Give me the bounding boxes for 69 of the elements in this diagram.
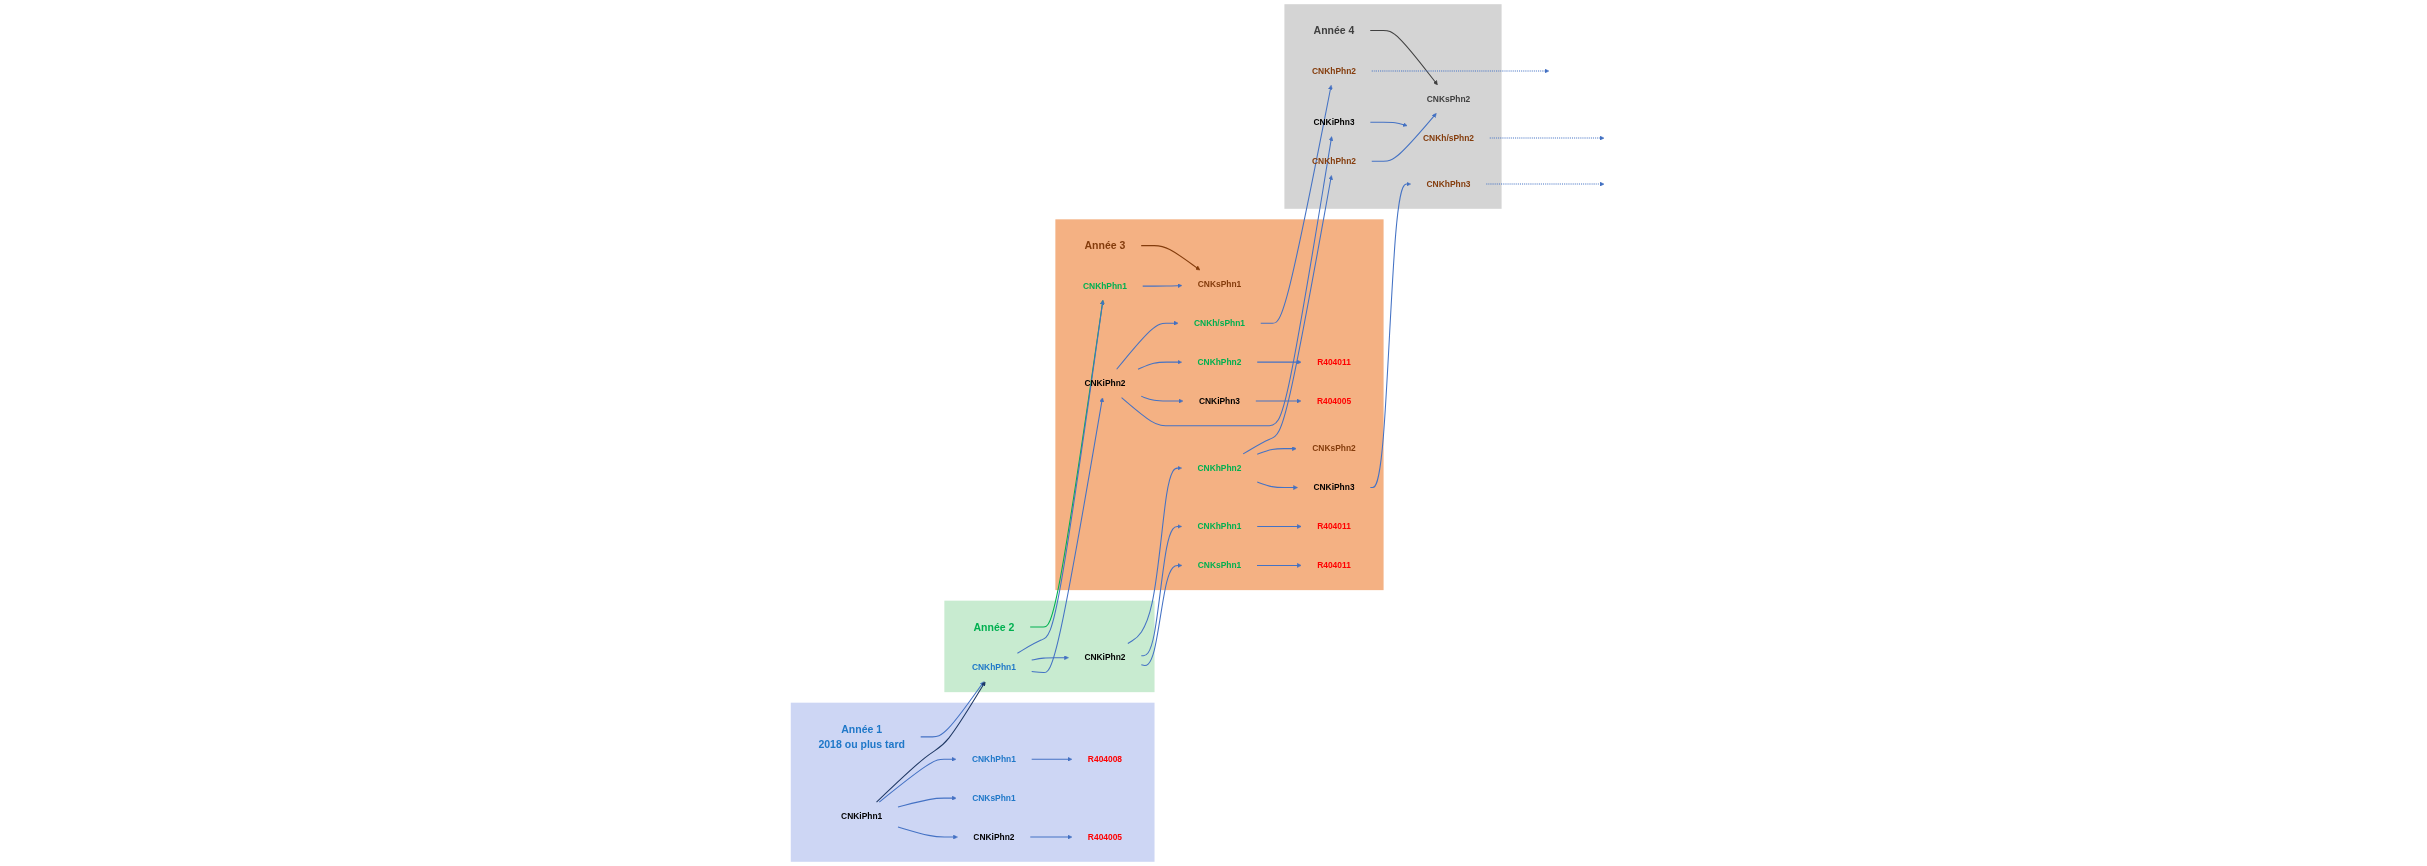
node-text: Année 2 <box>973 621 1015 633</box>
arrow <box>1371 113 1437 162</box>
arrow <box>1370 181 1412 489</box>
arrow <box>1141 524 1183 657</box>
arrow <box>1031 756 1073 762</box>
node-text: Année 3 <box>1084 239 1126 252</box>
node-text: CNKhPhn1 <box>1197 521 1242 531</box>
node-text: CNKhPhn1 <box>1083 281 1128 291</box>
node-text: CNKhPhn3 <box>1426 179 1471 189</box>
arrow <box>1260 85 1333 324</box>
node-text: R404005 <box>1317 396 1352 406</box>
node-text: CNKiPhn3 <box>1313 482 1355 492</box>
node-text: CNKsPhn1 <box>1197 279 1242 289</box>
arrow <box>1255 398 1302 404</box>
node-text: R404011 <box>1317 357 1352 367</box>
node-text: CNKh/sPhn1 <box>1194 318 1246 328</box>
arrow <box>1486 181 1605 187</box>
node-text: CNKsPhn1 <box>1197 560 1242 570</box>
arrow <box>1142 283 1183 289</box>
arrow <box>1137 359 1183 370</box>
node-text: CNKhPhn1 <box>972 754 1017 764</box>
node-text: CNKsPhn1 <box>972 793 1016 803</box>
arrow <box>897 826 959 840</box>
arrow <box>876 681 986 803</box>
arrow <box>1242 175 1334 455</box>
arrow <box>1140 245 1201 271</box>
arrow <box>1017 300 1105 654</box>
arrow <box>1369 30 1438 86</box>
arrow <box>1256 359 1302 365</box>
node-text: CNKiPhn3 <box>1199 396 1241 406</box>
arrow <box>879 756 957 803</box>
arrow <box>1121 136 1334 427</box>
cluster <box>1284 4 1502 209</box>
node-text: R404005 <box>1088 832 1123 842</box>
node-text: Année 1 2018 ou plus tard <box>818 723 906 751</box>
arrow <box>1127 465 1183 645</box>
node-text: CNKiPhn1 <box>841 811 883 821</box>
node-text: CNKiPhn3 <box>1313 117 1355 127</box>
node-text: CNKiPhn2 <box>973 832 1015 842</box>
arrow <box>1141 395 1184 404</box>
cluster <box>791 702 1155 862</box>
node-text: Année 4 <box>1313 24 1355 37</box>
node-text: R404008 <box>1088 754 1123 764</box>
node-text: CNKhPhn2 <box>1197 463 1242 473</box>
arrow <box>1141 563 1183 666</box>
node-text: CNKhPhn2 <box>1197 357 1242 367</box>
arrow <box>1031 655 1070 661</box>
node-text: CNKhPhn1 <box>972 662 1017 672</box>
arrow <box>897 795 957 808</box>
node-text: CNKiPhn2 <box>1084 652 1126 662</box>
cluster <box>1055 219 1384 591</box>
node-text: CNKsPhn2 <box>1427 94 1471 104</box>
arrow <box>1031 397 1105 674</box>
arrow <box>920 681 985 738</box>
node-text: CNKhPhn2 <box>1312 66 1357 76</box>
node-text: R404011 <box>1317 521 1352 531</box>
node-text: R404011 <box>1317 560 1352 570</box>
node-text: CNKsPhn2 <box>1312 443 1356 453</box>
arrow <box>1030 834 1073 840</box>
node-text: CNKh/sPhn2 <box>1423 133 1475 143</box>
arrow <box>1370 121 1408 127</box>
arrow <box>1256 563 1302 568</box>
arrow <box>1256 446 1297 455</box>
arrow <box>1489 135 1605 141</box>
arrow <box>1116 320 1179 370</box>
cluster <box>944 600 1155 693</box>
arrow <box>1256 524 1302 529</box>
arrow <box>1256 481 1299 490</box>
arrow <box>1371 68 1550 74</box>
